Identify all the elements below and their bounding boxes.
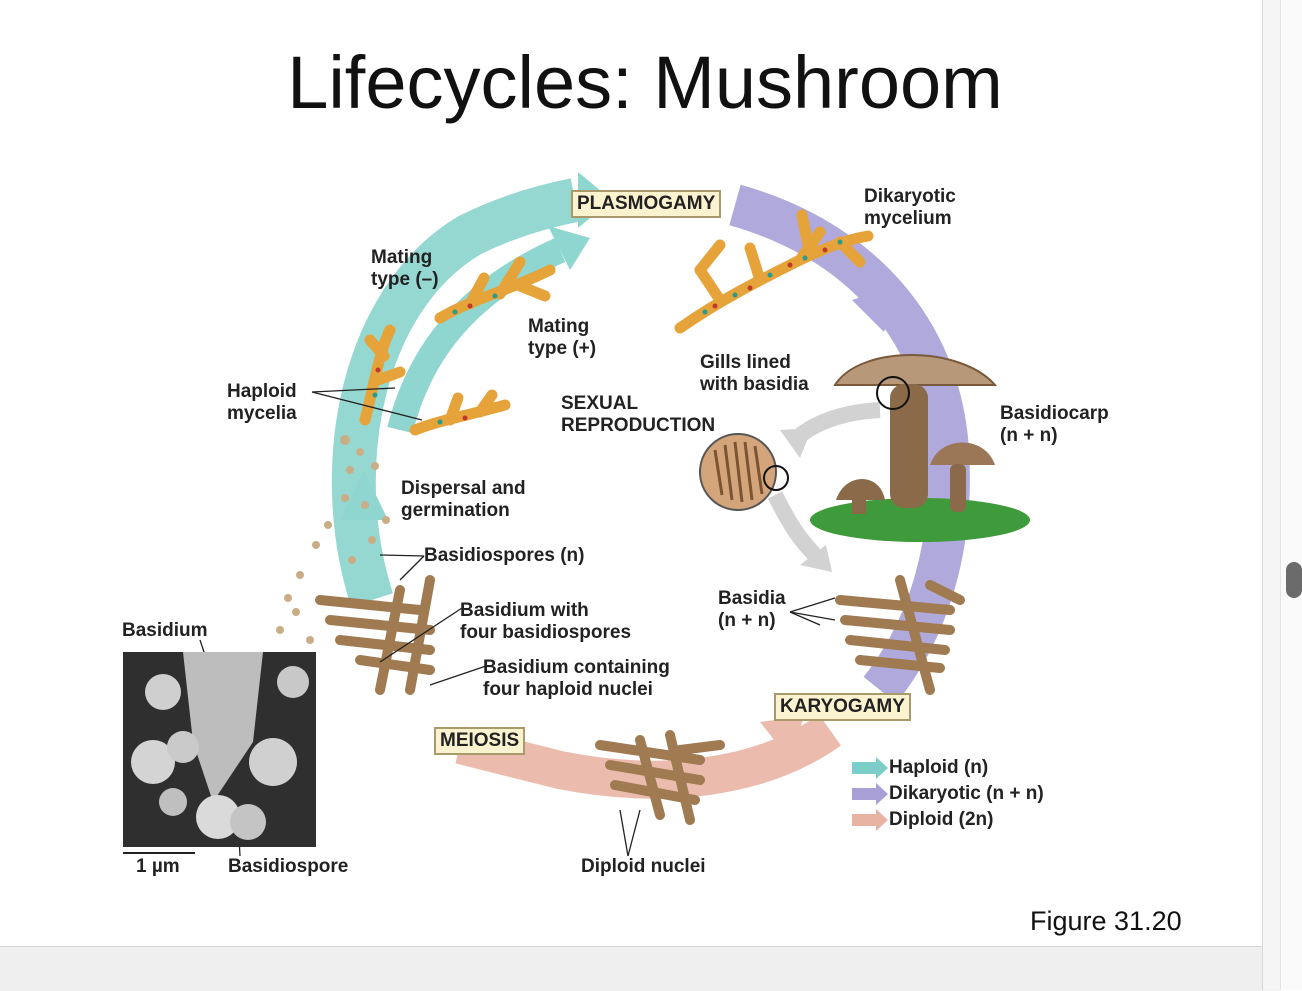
label-sexual-1: SEXUAL [561, 393, 639, 414]
label-basidiospore: Basidiospore [228, 856, 349, 877]
diploid-arrowhead [760, 716, 804, 760]
bottom-panel [0, 946, 1280, 991]
sem-micrograph [123, 652, 316, 847]
basidium-cluster-bottom [595, 730, 725, 825]
label-mating-plus-1: Mating [528, 316, 590, 337]
figure-label: Figure 31.20 [1030, 906, 1182, 936]
label-scale: 1 µm [136, 856, 180, 877]
label-gills-2: with basidia [700, 374, 809, 395]
right-panel [1262, 0, 1281, 990]
label-basidiocarp-2: (n + n) [1000, 425, 1058, 446]
mushroom-large-stem [890, 384, 928, 508]
legend-dikaryotic: Dikaryotic (n + n) [889, 783, 1044, 804]
mushroom-medium-cap [930, 442, 995, 465]
stage-karyogamy: KARYOGAMY [774, 693, 911, 721]
label-basidium-spores-1: Basidium with [460, 600, 589, 621]
stage-meiosis: MEIOSIS [434, 727, 526, 755]
legend-haploid: Haploid (n) [889, 757, 989, 778]
label-basidium-spores-2: four basidiospores [460, 622, 632, 643]
haploid-inner-band [387, 238, 566, 434]
label-haploid-1: Haploid [227, 381, 297, 402]
mushroom-small-cap [836, 479, 885, 500]
label-mating-minus-1: Mating [371, 247, 433, 268]
legend-arrow-diploid [852, 809, 888, 831]
label-mating-minus-2: type (–) [371, 269, 439, 290]
label-basidia-1: Basidia [718, 588, 786, 609]
scrollbar-thumb[interactable] [1286, 562, 1302, 598]
label-sexual-2: REPRODUCTION [561, 415, 716, 436]
label-basidiospores: Basidiospores (n) [424, 545, 585, 566]
label-gills-1: Gills lined [700, 352, 791, 373]
haploid-mycelium-minus [359, 256, 556, 436]
basidium-cluster-right [835, 575, 965, 695]
scale-bar [123, 852, 195, 854]
label-mating-plus-2: type (+) [528, 338, 597, 359]
haploid-inner-arrowhead [548, 226, 590, 270]
stage-plasmogamy: PLASMOGAMY [571, 190, 722, 218]
label-dikaryotic-2: mycelium [864, 208, 952, 229]
legend-diploid: Diploid (2n) [889, 809, 994, 830]
label-basidium-nuclei-2: four haploid nuclei [483, 679, 653, 700]
dikaryotic-mycelium-art [674, 209, 874, 334]
legend-arrow-dikaryotic [852, 783, 888, 805]
label-haploid-2: mycelia [227, 403, 297, 424]
label-dispersal-1: Dispersal and [401, 478, 526, 499]
label-basidium-nuclei-1: Basidium containing [483, 657, 670, 678]
dikaryotic-arrowhead [852, 285, 900, 332]
label-diploid-nuclei: Diploid nuclei [581, 856, 706, 877]
scrollbar-track[interactable] [1280, 0, 1302, 990]
label-dikaryotic-1: Dikaryotic [864, 186, 956, 207]
mushroom-large-cap [833, 354, 998, 386]
page-title: Lifecycles: Mushroom [287, 41, 1003, 124]
label-dispersal-2: germination [401, 500, 510, 521]
label-basidiocarp-1: Basidiocarp [1000, 403, 1109, 424]
spore-dots [276, 435, 390, 644]
label-basidia-2: (n + n) [718, 610, 776, 631]
dispersal-arrowhead [340, 470, 388, 520]
legend-arrow-haploid [852, 757, 888, 779]
slide: Lifecycles: Mushroom [122, 41, 1182, 936]
label-basidium: Basidium [122, 620, 208, 641]
